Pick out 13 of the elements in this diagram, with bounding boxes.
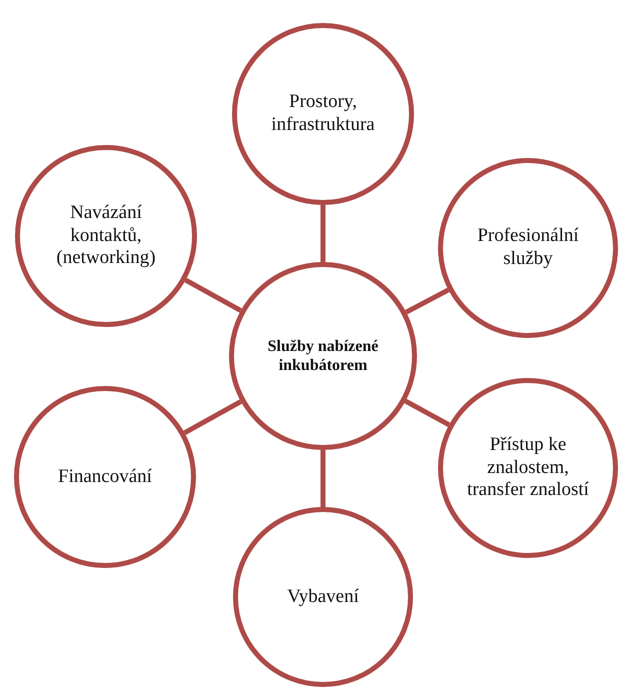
connector-line	[405, 288, 450, 314]
node-label: Služby nabízené inkubátorem	[266, 336, 380, 376]
node-label: Financování	[57, 466, 153, 488]
node-label: Prostory, infrastruktura	[270, 91, 376, 137]
connector-line	[320, 450, 326, 507]
node-label: Navázání kontaktů, (networking)	[55, 202, 157, 270]
node-label: Přístup ke znalostem, transfer znalostí	[466, 434, 590, 502]
connector-line	[404, 398, 450, 428]
connector-line	[320, 205, 326, 262]
connector-line	[183, 399, 242, 436]
node-label: Vybavení	[286, 586, 360, 608]
connector-line	[184, 278, 242, 313]
node-label: Profesionální služby	[476, 225, 580, 271]
